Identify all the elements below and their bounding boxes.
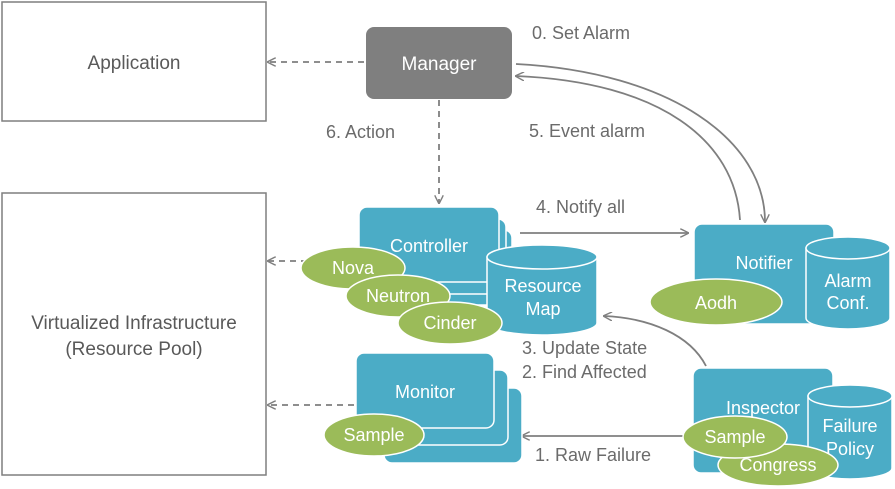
event-alarm-arrow	[516, 76, 741, 221]
resource-map-cylinder: Resource Map	[486, 244, 598, 336]
resource-map-label-line2: Map	[525, 299, 560, 319]
manager-label: Manager	[402, 54, 478, 75]
monitor-sample-plugin: Sample	[323, 413, 425, 457]
step-0-label: 0. Set Alarm	[532, 23, 630, 43]
infrastructure-label-line2: (Resource Pool)	[65, 339, 202, 360]
alarm-conf-cylinder: Alarm Conf.	[805, 236, 891, 330]
infrastructure-label-line1: Virtualized Infrastructure	[31, 313, 237, 334]
nova-label: Nova	[332, 258, 375, 278]
application-box: Application	[1, 1, 267, 122]
notifier-label: Notifier	[735, 253, 792, 273]
step-4-label: 4. Notify all	[536, 197, 625, 217]
step-3-label: 3. Update State	[522, 338, 647, 358]
cinder-plugin: Cinder	[397, 301, 503, 345]
failure-policy-label-line1: Failure	[822, 416, 877, 436]
step-6-label: 6. Action	[326, 122, 395, 142]
resource-map-label-line1: Resource	[504, 276, 581, 296]
inspector-label: Inspector	[726, 398, 800, 418]
inspector-sample-plugin: Sample	[682, 415, 788, 459]
inspector-sample-label: Sample	[704, 427, 765, 447]
aodh-label: Aodh	[695, 293, 737, 313]
application-label: Application	[88, 53, 181, 74]
step-2-label: 2. Find Affected	[522, 362, 647, 382]
infrastructure-box: Virtualized Infrastructure (Resource Poo…	[1, 192, 267, 476]
set-alarm-arrow	[515, 63, 765, 222]
manager-box: Manager	[366, 27, 512, 99]
monitor-label: Monitor	[395, 382, 455, 402]
alarm-conf-label-line1: Alarm	[824, 271, 871, 291]
congress-label: Congress	[739, 455, 816, 475]
step-1-label: 1. Raw Failure	[535, 445, 651, 465]
update-state-arrow	[604, 316, 707, 367]
step-5-label: 5. Event alarm	[529, 121, 645, 141]
controller-label: Controller	[390, 236, 468, 256]
cinder-label: Cinder	[423, 313, 476, 333]
neutron-label: Neutron	[366, 286, 430, 306]
monitor-sample-label: Sample	[343, 425, 404, 445]
alarm-conf-label-line2: Conf.	[826, 293, 869, 313]
failure-policy-label-line2: Policy	[826, 439, 874, 459]
aodh-plugin: Aodh	[649, 278, 783, 326]
